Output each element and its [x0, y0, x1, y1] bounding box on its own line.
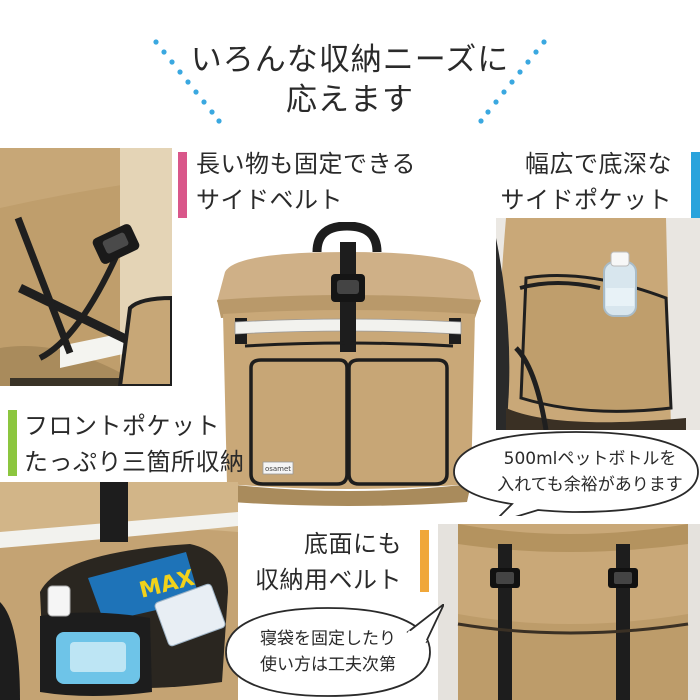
dotted-line-left — [153, 39, 222, 124]
page-title: いろんな収納ニーズに 応えます — [150, 40, 550, 120]
front-pocket-label: フロントポケット たっぷり三箇所収納 — [24, 408, 245, 480]
bag-tag: osamet — [265, 465, 291, 473]
side-belt-photo — [0, 148, 172, 386]
side-belt-label-line-2: サイドベルト — [196, 186, 343, 214]
front-pocket-label-line-2: たっぷり三箇所収納 — [24, 448, 245, 476]
bottom-belt-accent-bar — [420, 530, 429, 592]
dotted-line-right — [478, 39, 547, 124]
side-pocket-label-line-2: サイドポケット — [500, 186, 672, 214]
side-pocket-photo — [496, 218, 700, 430]
bottle-speech-bubble: 500mlペットボトルを 入れても余裕があります — [452, 428, 700, 516]
sleeping-bag-speech-bubble: 寝袋を固定したり 使い方は工夫次第 — [222, 604, 444, 700]
side-pocket-label: 幅広で底深な サイドポケット — [501, 146, 673, 218]
bottle-bubble-line-1: 500mlペットボトルを — [503, 449, 677, 469]
front-pocket-label-line-1: フロントポケット — [24, 412, 220, 440]
side-belt-accent-bar — [178, 152, 187, 218]
side-belt-label: 長い物も固定できる サイドベルト — [196, 146, 416, 218]
front-pocket-photo: MAX — [0, 482, 238, 700]
sleeping-bag-bubble-line-2: 使い方は工夫次第 — [260, 655, 396, 675]
bottom-belt-label-line-2: 収納用ベルト — [255, 566, 402, 594]
front-pocket-accent-bar — [8, 410, 17, 476]
bottom-belt-photo — [438, 524, 700, 700]
backpack-main-photo: osamet — [205, 221, 490, 510]
side-pocket-label-line-1: 幅広で底深な — [525, 150, 672, 178]
side-pocket-accent-bar — [691, 152, 700, 218]
bottom-belt-label-line-1: 底面にも — [304, 530, 402, 558]
title-line-1: いろんな収納ニーズに — [190, 42, 510, 78]
sleeping-bag-bubble-line-1: 寝袋を固定したり — [260, 629, 396, 649]
title-line-2: 応えます — [286, 82, 414, 118]
bottom-belt-label: 底面にも 収納用ベルト — [255, 526, 402, 598]
side-belt-label-line-1: 長い物も固定できる — [196, 150, 417, 178]
bottle-bubble-line-2: 入れても余裕があります — [497, 475, 683, 495]
